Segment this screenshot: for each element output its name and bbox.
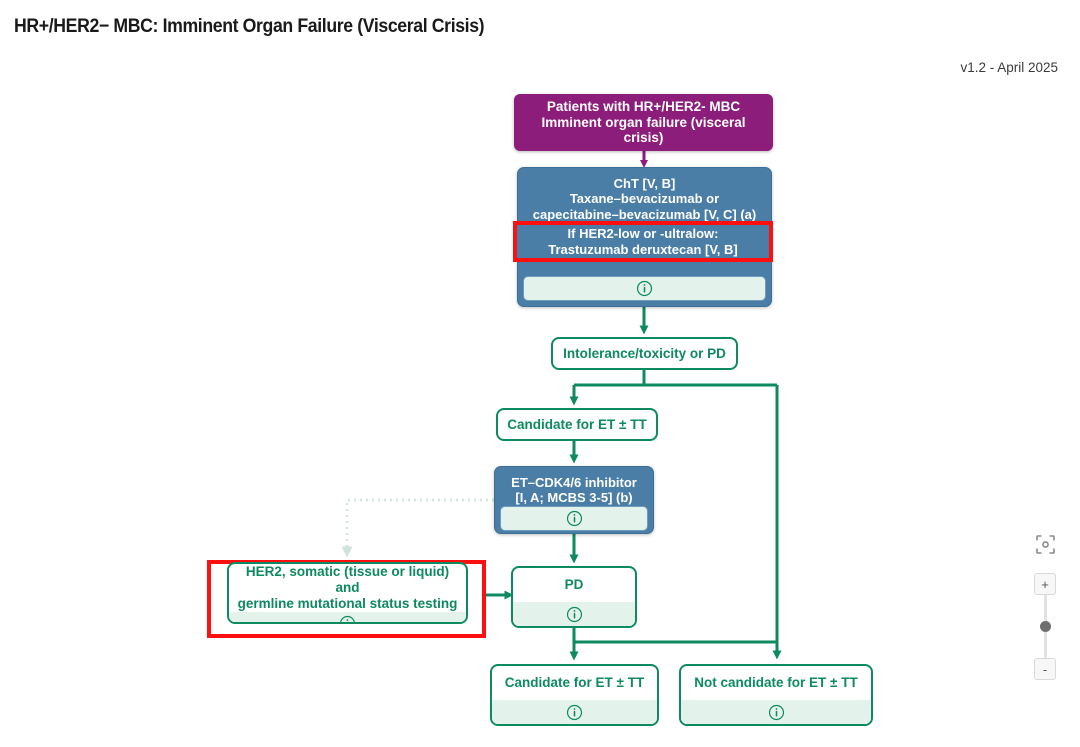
her2-testing-line1: HER2, somatic (tissue or liquid) and [245,564,450,595]
cht-line1: ChT [V, B] [613,176,676,191]
her2-low-overlay-text: If HER2-low or -ultralow: Trastuzumab de… [517,226,769,257]
node-not-candidate-et-label: Not candidate for ET ± TT [694,675,858,691]
node-et-cdk46-text: ET–CDK4/6 inhibitor [I, A; MCBS 3-5] (b) [500,471,648,506]
zoom-out-button[interactable]: - [1034,658,1056,680]
patients-line2: Imminent organ failure (visceral crisis) [541,114,746,146]
node-not-candidate-et-info-bar[interactable] [681,700,871,724]
node-cht-text: ChT [V, B] Taxane–bevacizumab or capecit… [523,172,766,276]
page-title: HR+/HER2− MBC: Imminent Organ Failure (V… [14,16,485,37]
node-pd[interactable]: PD [511,566,637,628]
node-intolerance-label: Intolerance/toxicity or PD [563,345,726,361]
zoom-slider-thumb[interactable] [1039,621,1051,632]
node-her2-mutational-testing[interactable]: HER2, somatic (tissue or liquid) and ger… [227,562,468,624]
node-her2-testing-info-bar[interactable] [229,611,466,622]
info-icon [340,616,355,622]
her2-low-line2: Trastuzumab deruxtecan [V, B] [548,241,738,257]
highlight-her2-low-treatment[interactable]: If HER2-low or -ultralow: Trastuzumab de… [513,221,773,262]
node-patients-text: Patients with HR+/HER2- MBC Imminent org… [514,94,773,151]
node-et-cdk46-info-bar[interactable] [500,505,648,531]
node-patients-visceral-crisis[interactable]: Patients with HR+/HER2- MBC Imminent org… [514,94,773,151]
fit-to-screen-icon[interactable] [1035,535,1055,554]
info-icon [566,510,582,526]
node-pd-label: PD [564,577,584,593]
node-not-candidate-et[interactable]: Not candidate for ET ± TT [679,664,873,726]
her2-testing-line2: germline mutational status testing [237,595,458,611]
node-cht-info-bar[interactable] [523,276,766,301]
node-candidate-et-top-label: Candidate for ET ± TT [507,416,647,432]
zoom-controls[interactable]: + - [1032,535,1058,680]
node-candidate-et-bottom-info-bar[interactable] [492,700,657,724]
node-candidate-et-bottom-label: Candidate for ET ± TT [504,675,645,691]
info-icon [566,606,582,622]
et-cdk46-line2: [I, A; MCBS 3-5] (b) [515,490,633,506]
et-cdk46-line1: ET–CDK4/6 inhibitor [511,475,637,490]
her2-low-line1: If HER2-low or -ultralow: [567,225,719,241]
node-candidate-et-top[interactable]: Candidate for ET ± TT [496,408,658,441]
patients-line1: Patients with HR+/HER2- MBC [546,98,741,114]
node-candidate-et-bottom[interactable]: Candidate for ET ± TT [490,664,659,726]
node-intolerance-or-pd[interactable]: Intolerance/toxicity or PD [551,337,738,370]
cht-line2: Taxane–bevacizumab or [569,191,720,207]
node-her2-testing-text: HER2, somatic (tissue or liquid) and ger… [229,564,466,612]
zoom-slider-track-lower[interactable] [1043,632,1047,658]
zoom-slider-track-upper[interactable] [1043,595,1047,621]
zoom-in-button[interactable]: + [1034,573,1056,595]
info-icon [636,280,653,297]
node-pd-info-bar[interactable] [513,602,635,626]
cht-line3: capecitabine–bevacizumab [V, C] (a) [532,206,757,222]
info-icon [768,704,784,720]
info-icon [566,704,583,720]
version-label: v1.2 - April 2025 [960,60,1058,75]
node-et-cdk46-inhibitor[interactable]: ET–CDK4/6 inhibitor [I, A; MCBS 3-5] (b) [494,466,654,534]
